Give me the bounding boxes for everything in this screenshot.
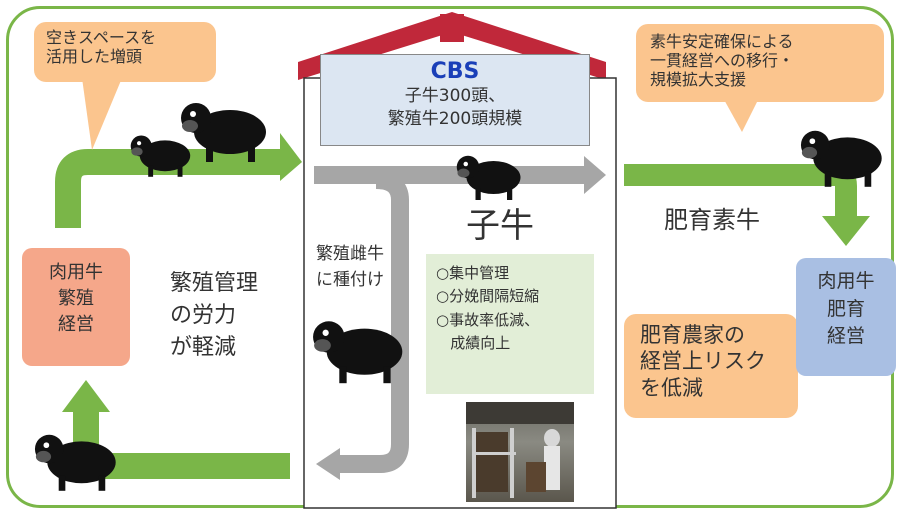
cow-icon <box>130 135 191 177</box>
benefit-item: ○事故率低減、 <box>436 310 540 329</box>
cbs-card: CBS 子牛300頭、 繁殖牛200頭規模 <box>320 54 590 146</box>
benefit-item: 成績向上 <box>436 333 511 352</box>
barn-roof-icon <box>298 12 606 80</box>
benefits-box: ○集中管理 ○分娩間隔短縮 ○事故率低減、 成績向上 <box>426 254 594 394</box>
cow-icon <box>456 155 521 200</box>
breeding-labor-label: 繁殖管理 の労力 が軽減 <box>170 271 259 360</box>
fattening-calf-label: 肥育素牛 <box>664 206 760 234</box>
insemination-label: 繁殖雌牛 に種付け <box>316 244 384 290</box>
bubble-reduce-risk: 肥育農家の 経営上リスク を低減 <box>624 314 798 418</box>
photo-icon <box>466 402 574 502</box>
cow-icon <box>800 130 882 187</box>
breeding-farm-box: 肉用牛 繁殖 経営 <box>22 248 130 366</box>
benefit-item: ○集中管理 <box>436 264 510 282</box>
bubble-tail <box>722 96 760 132</box>
bubble-tail <box>82 78 122 150</box>
cbs-title: CBS <box>430 59 480 84</box>
arrow-icon <box>55 133 302 228</box>
cow-icon <box>181 103 266 162</box>
bubble-increase-herd: 空きスペースを 活用した増頭 <box>34 22 216 82</box>
cbs-scale: 子牛300頭、 繁殖牛200頭規模 <box>387 86 523 130</box>
benefit-item: ○分娩間隔短縮 <box>436 287 540 306</box>
arrow-icon <box>316 171 409 480</box>
calf-label: 子牛 <box>466 206 534 246</box>
bubble-stable-supply: 素牛安定確保による 一貫経営への移行・ 規模拡大支援 <box>636 24 884 102</box>
fattening-farm-box: 肉用牛 肥育 経営 <box>796 258 896 376</box>
cow-icon <box>34 434 116 491</box>
cow-icon <box>313 321 403 384</box>
